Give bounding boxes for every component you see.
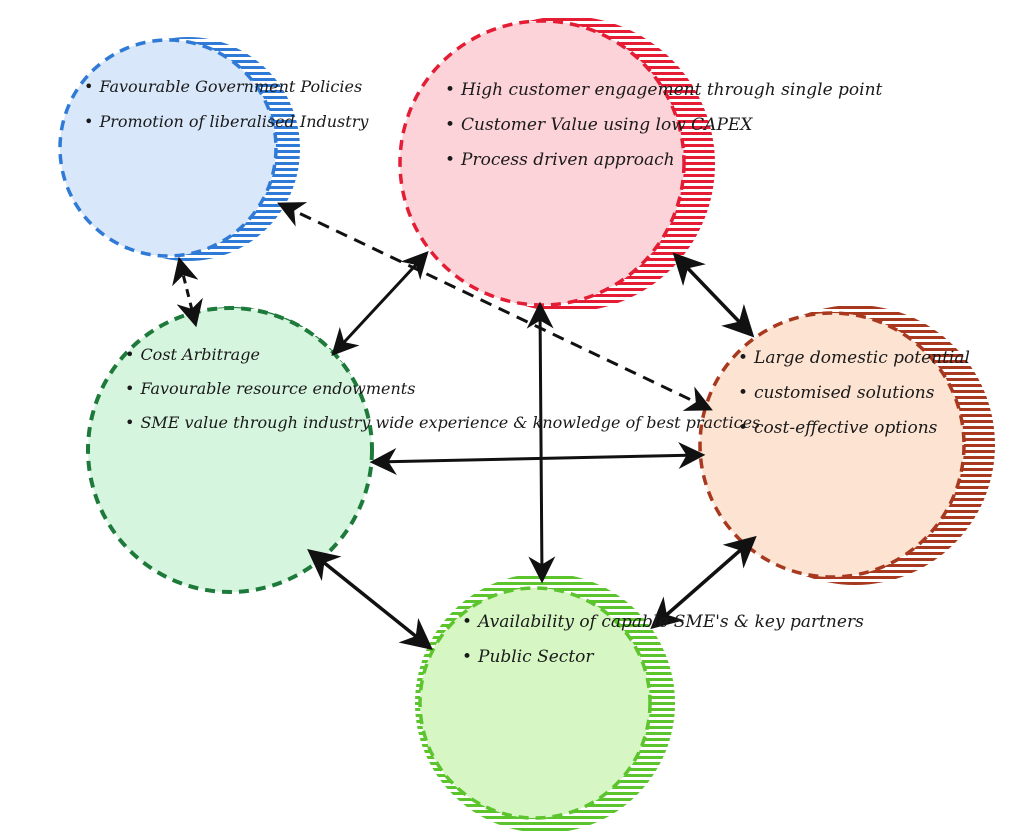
partners-item-1: Availability of capable SME's & key part…	[462, 612, 864, 633]
node-partners-text: Availability of capable SME's & key part…	[462, 612, 864, 682]
government-item-2: Promotion of liberalised Industry	[84, 111, 368, 132]
node-partners-circle	[418, 586, 652, 820]
node-customer-text: High customer engagement through single …	[445, 80, 882, 185]
customer-item-1: High customer engagement through single …	[445, 80, 882, 101]
cost-item-2: Favourable resource endowments	[125, 379, 415, 399]
node-cost-text: Cost Arbitrage Favourable resource endow…	[125, 345, 760, 447]
connector-customer-cost	[331, 251, 429, 356]
customer-item-2: Customer Value using low CAPEX	[445, 115, 752, 136]
connector-cost-partners	[307, 549, 433, 650]
partners-item-2: Public Sector	[462, 647, 662, 668]
market-item-2: customised solutions	[738, 383, 968, 404]
market-item-1: Large domestic potential	[738, 348, 970, 369]
node-government-circle	[58, 38, 278, 258]
connectors	[172, 202, 757, 650]
market-item-3: cost-effective options	[738, 418, 968, 439]
connector-government-cost	[172, 256, 203, 328]
node-government-text: Favourable Government Policies Promotion…	[84, 76, 368, 146]
connector-customer-market	[672, 252, 755, 338]
cost-item-3: SME value through industry wide experien…	[125, 413, 760, 433]
cost-item-1: Cost Arbitrage	[125, 345, 365, 365]
customer-item-3: Process driven approach	[445, 150, 695, 171]
node-market-text: Large domestic potential customised solu…	[738, 348, 970, 453]
connector-customer-partners	[526, 301, 556, 584]
connector-market-partners	[650, 535, 757, 630]
connector-cost-market	[369, 441, 706, 476]
government-item-1: Favourable Government Policies	[84, 76, 362, 97]
